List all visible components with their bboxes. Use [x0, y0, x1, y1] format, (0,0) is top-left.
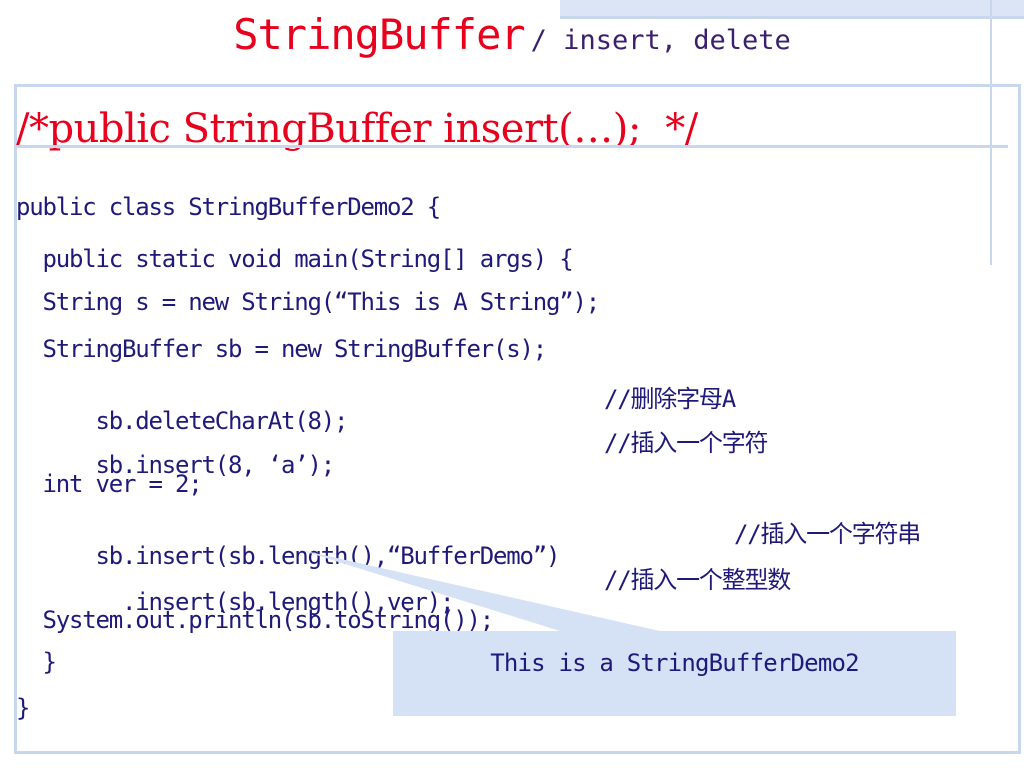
code-line: } — [16, 648, 56, 676]
code-comment: //删除字母A — [604, 385, 736, 413]
code-line-with-comment: sb.insert(8, ‘a’); //插入一个字符 — [16, 423, 1016, 535]
code-line: String s = new String(“This is A String”… — [16, 288, 600, 316]
slide-title: StringBuffer/ insert, delete — [0, 10, 1024, 59]
content-frame-top — [14, 84, 1020, 87]
callout-text: This is a StringBufferDemo2 — [490, 649, 859, 677]
content-frame-right — [1018, 84, 1021, 754]
decorative-band — [560, 0, 1024, 16]
code-line: System.out.println(sb.toString()); — [16, 606, 494, 634]
code-text: sb.insert(8, ‘a’); — [69, 451, 335, 479]
title-main: StringBuffer — [233, 10, 525, 59]
title-sub: / insert, delete — [530, 25, 791, 56]
content-frame-left — [14, 84, 17, 754]
code-comment: //插入一个整型数 — [604, 566, 791, 594]
code-line: StringBuffer sb = new StringBuffer(s); — [16, 335, 547, 363]
code-line: } — [16, 694, 30, 722]
subtitle-underline — [14, 145, 1008, 148]
code-comment: //插入一个字符 — [604, 429, 769, 457]
content-frame-bottom — [14, 751, 1020, 754]
method-signature: /*public StringBuffer insert(…); */ — [16, 106, 698, 152]
output-callout: This is a StringBufferDemo2 — [393, 631, 956, 716]
code-line: public static void main(String[] args) { — [16, 245, 573, 273]
code-line-with-comment: sb.deleteCharAt(8); //删除字母A — [16, 379, 1016, 491]
code-comment: //插入一个字符串 — [734, 520, 921, 548]
decorative-line — [990, 0, 992, 265]
decorative-line — [560, 16, 1024, 19]
code-line: public class StringBufferDemo2 { — [16, 193, 441, 221]
code-text: sb.deleteCharAt(8); — [69, 407, 348, 435]
code-line: int ver = 2; — [16, 470, 202, 498]
